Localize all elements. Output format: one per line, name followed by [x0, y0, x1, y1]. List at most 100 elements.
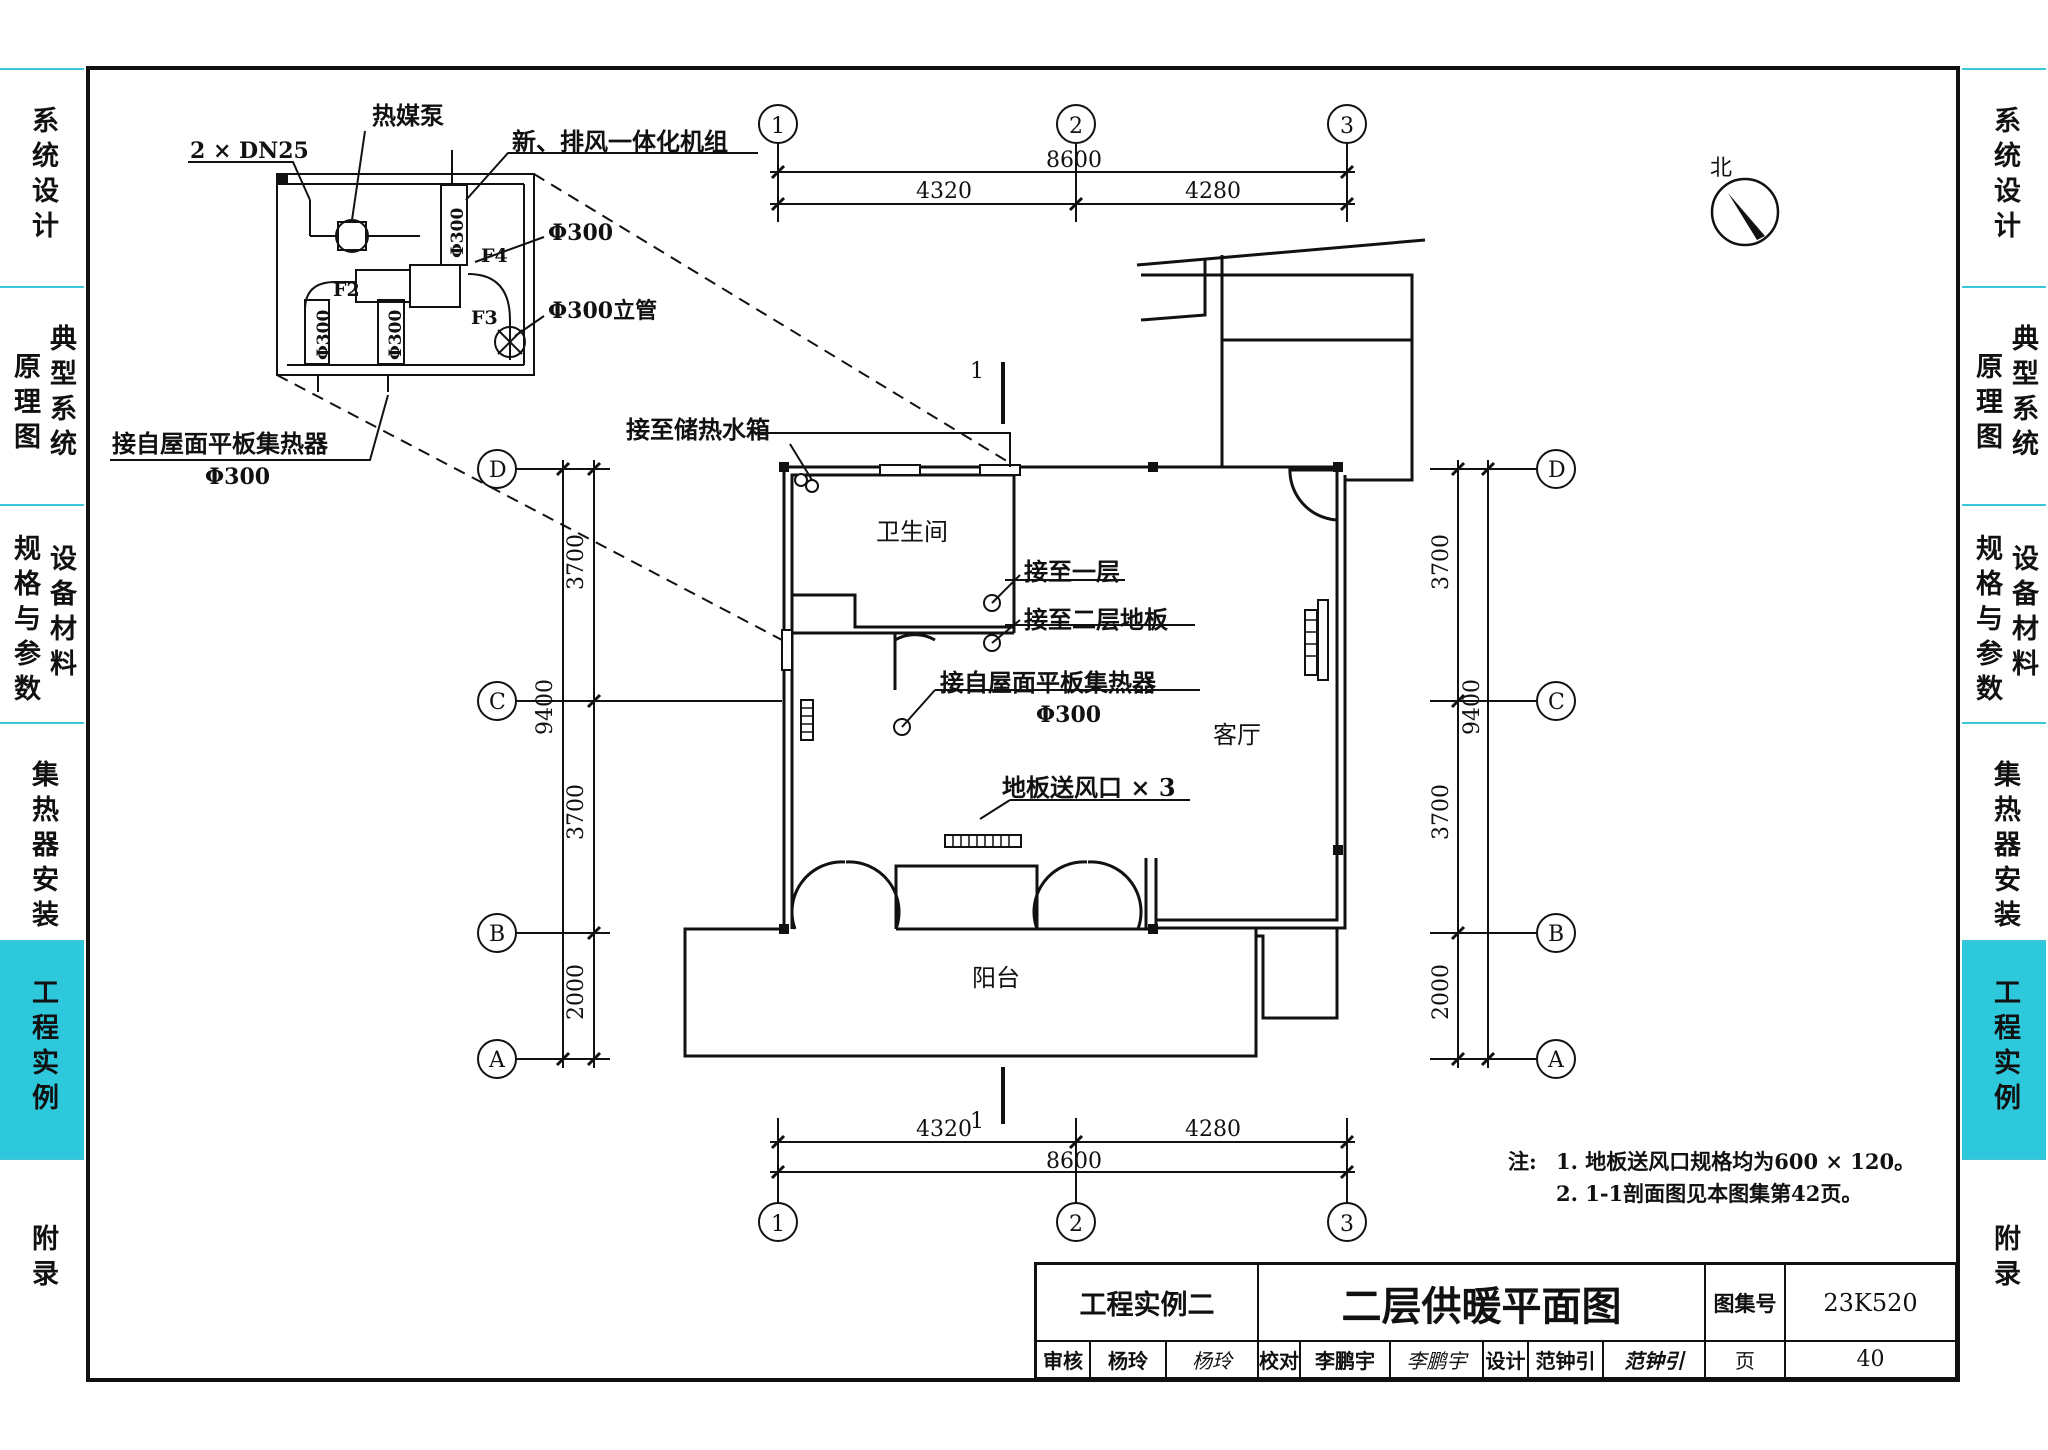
- axis-3-bottom: 3: [1340, 1212, 1354, 1237]
- dim-d2-left: 3700: [564, 784, 589, 840]
- checker-signature: 李鹏宇: [1406, 1349, 1467, 1373]
- tab-system-design-right[interactable]: 系统设计: [1962, 68, 2046, 286]
- equipment-detail-inset: [276, 150, 535, 392]
- note-line-1: 1. 地板送风口规格均为600 × 120。: [1556, 1149, 1916, 1174]
- tab-label: 设备材料: [2007, 544, 2038, 684]
- section-mark-top: 1: [970, 359, 984, 384]
- project-name: 工程实例二: [1079, 1290, 1215, 1321]
- dim-total-top: 8600: [1046, 148, 1102, 173]
- vent-grilles: [800, 609, 1318, 848]
- tab-project-examples-right[interactable]: 工程实例: [1962, 940, 2046, 1158]
- axis-a-left: A: [488, 1048, 506, 1073]
- tab-appendix-right[interactable]: 附录: [1962, 1158, 2046, 1448]
- axis-c-left: C: [489, 690, 506, 715]
- tab-system-design-left[interactable]: 系统设计: [0, 68, 84, 286]
- axis-d-right: D: [1548, 458, 1566, 483]
- tab-label: 集热器安装: [1989, 760, 2020, 935]
- check-label: 校对: [1259, 1349, 1299, 1373]
- tab-label: 工程实例: [1989, 978, 2020, 1118]
- detail-v2: Φ300: [386, 310, 406, 360]
- room-living: 客厅: [1213, 721, 1261, 749]
- title-block: 工程实例二 二层供暖平面图 图集号 23K520 审核 杨玲 杨玲 校对 李鹏宇…: [1034, 1262, 1958, 1380]
- reviewer: 杨玲: [1108, 1349, 1148, 1373]
- dim-d1-right: 3700: [1429, 534, 1454, 590]
- section-mark-bottom: 1: [970, 1109, 984, 1134]
- room-balcony: 阳台: [972, 964, 1020, 992]
- dim-total-left: 9400: [533, 679, 558, 735]
- tab-label: 设备材料: [45, 544, 76, 684]
- axis-2-bottom: 2: [1069, 1212, 1083, 1237]
- dim-d3-right: 2000: [1429, 964, 1454, 1020]
- axis-1-top: 1: [771, 114, 785, 139]
- axis-b-right: B: [1548, 922, 1564, 947]
- dim-d2-right: 3700: [1429, 784, 1454, 840]
- tab-collector-install-left[interactable]: 集热器安装: [0, 722, 84, 940]
- label-to-tank: 接至储热水箱: [626, 415, 770, 444]
- detail-from-roof: 接自屋面平板集热器: [112, 429, 329, 458]
- designer-signature: 范钟引: [1624, 1349, 1684, 1373]
- tab-label: 系统设计: [27, 106, 58, 246]
- dim-total-right: 9400: [1460, 679, 1485, 735]
- detail-f2: F2: [333, 279, 360, 301]
- tab-equipment-left[interactable]: 规格与参数 设备材料: [0, 504, 84, 722]
- tab-typical-system-left[interactable]: 原理图 典型系统: [0, 286, 84, 504]
- tab-collector-install-right[interactable]: 集热器安装: [1962, 722, 2046, 940]
- drawing-title: 二层供暖平面图: [1341, 1282, 1622, 1330]
- axis-1-bottom: 1: [771, 1212, 785, 1237]
- dim-d3-left: 2000: [564, 964, 589, 1020]
- tab-appendix-left[interactable]: 附录: [0, 1158, 84, 1448]
- detail-pipes: 2 × DN25: [190, 138, 309, 164]
- axis-2-top: 2: [1069, 114, 1083, 139]
- design-label: 设计: [1485, 1349, 1526, 1373]
- detail-phi300: Φ300: [548, 220, 613, 246]
- checker: 李鹏宇: [1315, 1349, 1375, 1373]
- tab-label: 规格与参数: [1971, 534, 2002, 709]
- atlas-label: 图集号: [1713, 1290, 1777, 1316]
- dim-part2-top: 4280: [1185, 179, 1241, 204]
- drawing-frame: [86, 66, 1960, 1382]
- detail-v3: Φ300: [448, 208, 468, 258]
- tab-equipment-right[interactable]: 规格与参数 设备材料: [1962, 504, 2046, 722]
- tab-label: 原理图: [9, 352, 40, 457]
- page-number: 40: [1856, 1347, 1885, 1372]
- axis-d-left: D: [489, 458, 507, 483]
- tab-project-examples-left[interactable]: 工程实例: [0, 940, 84, 1158]
- axis-a-right: A: [1547, 1048, 1565, 1073]
- detail-f3: F3: [471, 307, 498, 329]
- label-to-floor1: 接至一层: [1024, 557, 1120, 586]
- label-from-roof: 接自屋面平板集热器: [940, 668, 1157, 697]
- tab-label: 典型系统: [2007, 324, 2038, 464]
- detail-phi300-b: Φ300: [205, 464, 270, 490]
- detail-pump: 热媒泵: [372, 101, 444, 130]
- label-phi300: Φ300: [1036, 702, 1101, 728]
- dim-total-bottom: 8600: [1046, 1149, 1102, 1174]
- review-label: 审核: [1043, 1349, 1083, 1373]
- reviewer-signature: 杨玲: [1192, 1349, 1232, 1373]
- label-to-floor2: 接至二层地板: [1024, 605, 1169, 634]
- tab-label: 原理图: [1971, 352, 2002, 457]
- detail-f4: F4: [481, 245, 508, 267]
- tab-label: 规格与参数: [9, 534, 40, 709]
- page-label: 页: [1735, 1349, 1755, 1373]
- axis-3-top: 3: [1340, 114, 1354, 139]
- dim-part1-top: 4320: [916, 179, 972, 204]
- notes-prefix: 注:: [1508, 1149, 1537, 1174]
- detail-v1: Φ300: [314, 310, 334, 360]
- dim-part1-bottom: 4320: [916, 1117, 972, 1142]
- dim-d1-left: 3700: [564, 534, 589, 590]
- note-line-2: 2. 1-1剖面图见本图集第42页。: [1556, 1181, 1863, 1206]
- tab-typical-system-right[interactable]: 原理图 典型系统: [1962, 286, 2046, 504]
- tab-label: 工程实例: [27, 978, 58, 1118]
- dim-part2-bottom: 4280: [1185, 1117, 1241, 1142]
- axis-b-left: B: [489, 922, 505, 947]
- detail-riser: Φ300立管: [548, 298, 657, 324]
- atlas-number: 23K520: [1823, 1288, 1918, 1317]
- north-label: 北: [1710, 156, 1732, 181]
- detail-unit: 新、排风一体化机组: [512, 127, 728, 156]
- axis-c-right: C: [1548, 690, 1565, 715]
- tab-label: 典型系统: [45, 324, 76, 464]
- tab-label: 附录: [1989, 1224, 2020, 1294]
- label-vents: 地板送风口 × 3: [1002, 773, 1176, 802]
- tab-label: 附录: [27, 1224, 58, 1294]
